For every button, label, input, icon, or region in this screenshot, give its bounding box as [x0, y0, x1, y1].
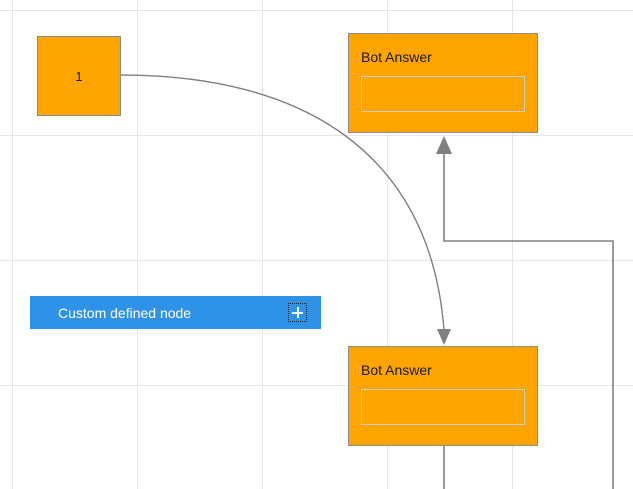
- node-bot-answer-top[interactable]: Bot Answer: [348, 33, 538, 133]
- edge-node1-to-bot-bottom-arrowhead: [437, 329, 451, 345]
- edge-bot-bottom-to-bot-top[interactable]: [443, 154, 614, 489]
- node-1-label: 1: [75, 68, 83, 84]
- node-bot-answer-bottom-title: Bot Answer: [361, 362, 432, 378]
- node-bot-answer-bottom[interactable]: Bot Answer: [348, 346, 538, 446]
- node-bot-answer-top-slot[interactable]: [361, 76, 525, 112]
- node-bot-answer-bottom-slot[interactable]: [361, 389, 525, 425]
- custom-defined-node-bar[interactable]: Custom defined node: [30, 296, 321, 329]
- plus-icon[interactable]: [288, 303, 307, 322]
- node-1[interactable]: 1: [37, 36, 121, 116]
- custom-defined-node-label: Custom defined node: [58, 304, 192, 321]
- edge-bot-bottom-to-bot-top-arrowhead: [436, 136, 452, 154]
- node-bot-answer-top-title: Bot Answer: [361, 49, 432, 65]
- edge-node1-to-bot-bottom[interactable]: [120, 74, 445, 331]
